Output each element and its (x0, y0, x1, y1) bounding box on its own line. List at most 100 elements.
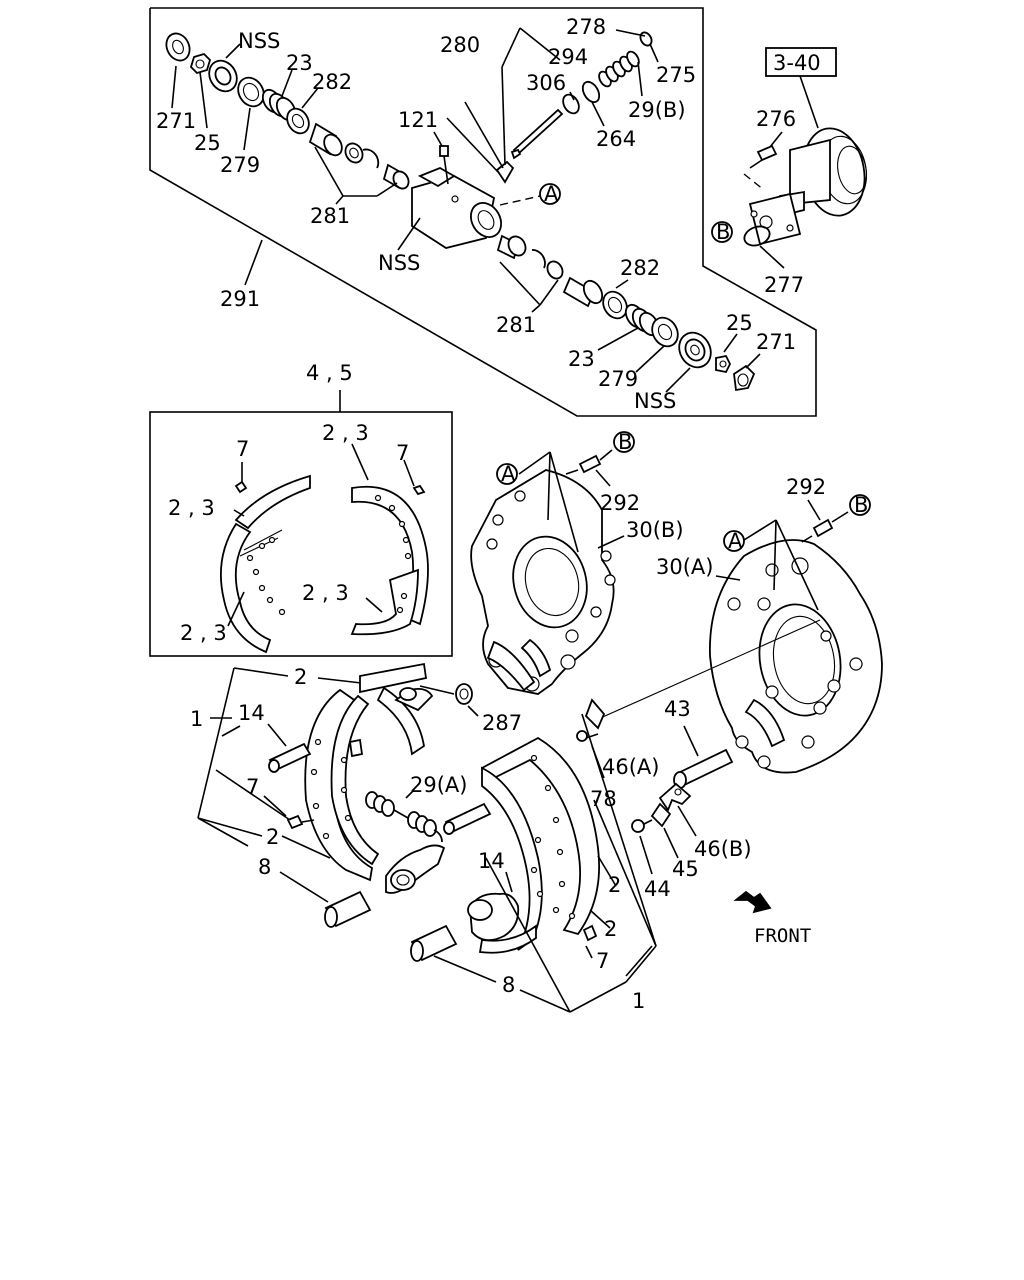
seal-271-low (733, 364, 756, 392)
label-280: 280 (440, 33, 480, 57)
label-30b: 30(B) (626, 518, 684, 542)
lining-holes (246, 494, 412, 616)
label-46a: 46(A) (602, 755, 659, 779)
label-4-5: 4 , 5 (306, 361, 353, 385)
bushing-281-top (308, 122, 410, 190)
front-arrow-icon (733, 890, 772, 914)
label-2-3-box-bl: 2 , 3 (180, 621, 227, 645)
label-277: 277 (764, 273, 804, 297)
label-44: 44 (644, 877, 671, 901)
label-25-low: 25 (726, 311, 753, 335)
brake-shoe-right (467, 736, 601, 954)
label-8-left: 8 (258, 855, 271, 879)
washer-282-top (286, 107, 310, 135)
label-264: 264 (596, 127, 636, 151)
label-23-top: 23 (286, 51, 313, 75)
label-nss-mid: NSS (378, 251, 420, 275)
callout-b-top: B (711, 220, 733, 244)
bushing-281-low (496, 234, 604, 308)
spring-29a (365, 791, 443, 843)
label-7-right: 7 (596, 949, 609, 973)
label-29b: 29(B) (628, 98, 686, 122)
svg-text:A: A (728, 529, 743, 553)
spring-29b (598, 50, 640, 88)
label-2-3-box-l: 2 , 3 (168, 496, 215, 520)
bolt-292-b (801, 518, 834, 543)
adjuster-bolt-280 (446, 66, 515, 184)
ring-287 (455, 683, 473, 705)
washer-279-low (651, 316, 679, 348)
svg-text:B: B (854, 493, 868, 517)
callout-a-top: A (539, 182, 561, 206)
backing-plate-30a (709, 539, 883, 774)
ref-box-3-40 (765, 47, 837, 77)
cam-assembly-frame (149, 7, 817, 417)
callout-b-right: B (849, 493, 871, 517)
label-45: 45 (672, 857, 699, 881)
part-labels: NSS 23 282 271 25 279 280 278 294 306 27… (156, 15, 826, 1013)
label-nss-top: NSS (238, 29, 280, 53)
seal-264 (562, 80, 601, 115)
label-nss-low: NSS (634, 389, 676, 413)
bolt-121 (439, 145, 449, 185)
label-2-r2: 2 (604, 917, 617, 941)
bolt-276 (749, 144, 778, 169)
label-271-low: 271 (756, 330, 796, 354)
seal-277 (743, 225, 771, 247)
washer-279-left (237, 76, 265, 108)
washer-282-low (602, 290, 628, 320)
svg-text:A: A (544, 182, 559, 206)
lining-right (350, 485, 429, 636)
label-306: 306 (526, 71, 566, 95)
rivet-7-box-r (412, 484, 426, 496)
label-282-low: 282 (620, 256, 660, 280)
label-287: 287 (482, 711, 522, 735)
label-25-top: 25 (194, 131, 221, 155)
label-29a: 29(A) (410, 773, 467, 797)
label-2-3-box-mr: 2 , 3 (302, 581, 349, 605)
bolt-44 (631, 819, 653, 833)
svg-text:A: A (501, 462, 516, 486)
nut-25-left (189, 52, 212, 75)
pin-43 (673, 748, 734, 789)
label-7-box-r: 7 (396, 441, 409, 465)
callout-a-mid: A (496, 462, 518, 486)
backing-plate-30b (470, 469, 616, 695)
washer-45 (650, 802, 672, 828)
label-2-r1: 2 (608, 873, 621, 897)
label-271-top: 271 (156, 109, 196, 133)
rivet-7-box-l (234, 480, 248, 494)
label-279-low: 279 (598, 367, 638, 391)
svg-text:B: B (716, 220, 730, 244)
svg-text:B: B (618, 430, 632, 454)
label-front: FRONT (754, 925, 811, 947)
leader-lines-top (171, 27, 761, 393)
label-2-top: 2 (294, 665, 307, 689)
bolt-292-a (565, 454, 602, 475)
label-276: 276 (756, 107, 796, 131)
label-281-low: 281 (496, 313, 536, 337)
bushing-8-bottom (410, 924, 458, 962)
seal-271-left (165, 32, 191, 62)
pin-14-left (268, 742, 312, 773)
label-1-left: 1 (190, 707, 203, 731)
label-278: 278 (566, 15, 606, 39)
label-292-a: 292 (600, 491, 640, 515)
clip-275 (639, 31, 653, 47)
rivet-7-left (286, 814, 315, 830)
label-281-top: 281 (310, 204, 350, 228)
label-275: 275 (656, 63, 696, 87)
label-294: 294 (548, 45, 588, 69)
brake-chamber (748, 127, 868, 246)
pin-306 (510, 108, 564, 160)
label-2-3-box-tr: 2 , 3 (322, 421, 369, 445)
label-30a: 30(A) (656, 555, 713, 579)
lining-kit-box (149, 411, 453, 657)
pin-14-mid (443, 802, 492, 835)
label-78: 78 (590, 787, 617, 811)
seal-nss-low (678, 331, 712, 369)
label-279-top: 279 (220, 153, 260, 177)
label-14-left: 14 (238, 701, 265, 725)
label-ref-3-40: 3-40 (773, 51, 821, 75)
